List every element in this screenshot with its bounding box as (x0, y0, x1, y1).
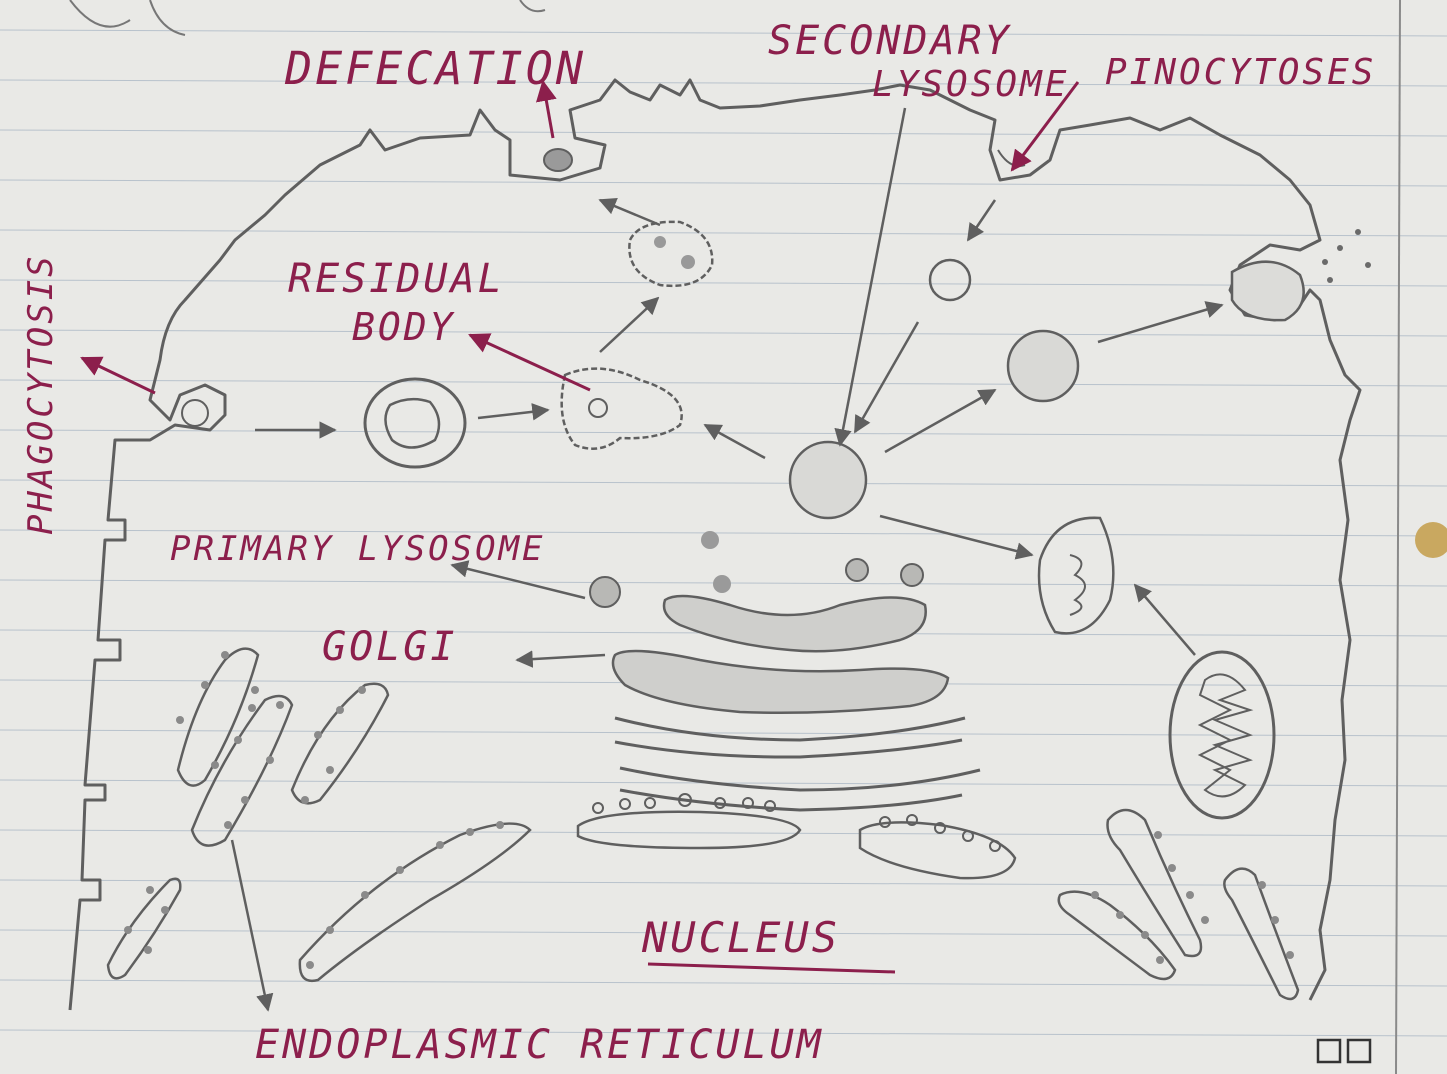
pinocytic-vesicle (930, 260, 970, 300)
autophagosome-content (1070, 555, 1085, 615)
label-nucleus: NUCLEUS (641, 913, 840, 962)
label-residual-body-line2: BODY (352, 305, 456, 349)
golgi-cisterna-3 (615, 718, 965, 740)
primary-lysosome-5 (901, 564, 923, 586)
primary-lysosome-3 (713, 575, 731, 593)
release-dots (1322, 229, 1371, 283)
label-primary-lysosome: PRIMARY LYSOSOME (170, 529, 546, 569)
label-secondary-lysosome-line1: SECONDARY (768, 18, 1012, 64)
label-arrows (82, 82, 1078, 393)
defecation-vesicle (544, 149, 572, 171)
label-secondary-lysosome-line2: LYSOSOME (872, 64, 1069, 105)
golgi-cisterna-4 (615, 740, 962, 757)
lysosome-right (1008, 331, 1078, 401)
page-margin-line (1396, 0, 1400, 1074)
exocytosis-pocket (1232, 262, 1304, 320)
rough-er-3 (292, 684, 388, 804)
label-pinocytoses: PINOCYTOSES (1105, 52, 1376, 93)
label-golgi: GOLGI (322, 624, 457, 670)
phagosome (365, 379, 465, 467)
primary-lysosome-2 (701, 531, 719, 549)
top-scribble (70, 0, 545, 35)
primary-lysosome-4 (846, 559, 868, 581)
residual-body (629, 222, 712, 286)
rough-er-5 (300, 824, 530, 981)
golgi-cisterna-5 (620, 768, 980, 790)
label-endoplasmic-reticulum: ENDOPLASMIC RETICULUM (255, 1022, 824, 1068)
page-corner-mark-1 (1318, 1040, 1340, 1062)
nuclear-envelope-ribosomes-left (593, 794, 775, 813)
label-phagocytosis: PHAGOCYTOSIS (21, 253, 61, 535)
hole-punch (1415, 522, 1447, 558)
residual-granule-2 (681, 255, 695, 269)
rough-er-2 (192, 696, 292, 846)
nucleus-underline (648, 964, 895, 972)
lysosome-central (790, 442, 866, 518)
label-residual-body-line1: RESIDUAL (288, 256, 505, 302)
nuclear-envelope-ribosomes-right (880, 815, 1000, 851)
rough-er-4 (108, 879, 180, 979)
golgi-cisterna-2 (613, 651, 948, 713)
nuclear-envelope-left (578, 812, 800, 848)
secondary-lysosome-digesting (562, 369, 682, 449)
rough-er-ribosomes (124, 651, 504, 969)
page-corner-mark-2 (1348, 1040, 1370, 1062)
rough-er-7 (1108, 810, 1202, 956)
golgi-cisterna-1 (664, 596, 926, 651)
golgi-cisterna-6 (620, 790, 962, 810)
residual-granule-1 (654, 236, 666, 248)
phagocytic-vesicle (182, 400, 208, 426)
digestion-core (589, 399, 607, 417)
rough-er-6 (1059, 892, 1175, 979)
primary-lysosome-1 (590, 577, 620, 607)
label-defecation: DEFECATION (284, 42, 586, 95)
phagosome-content (385, 399, 439, 447)
